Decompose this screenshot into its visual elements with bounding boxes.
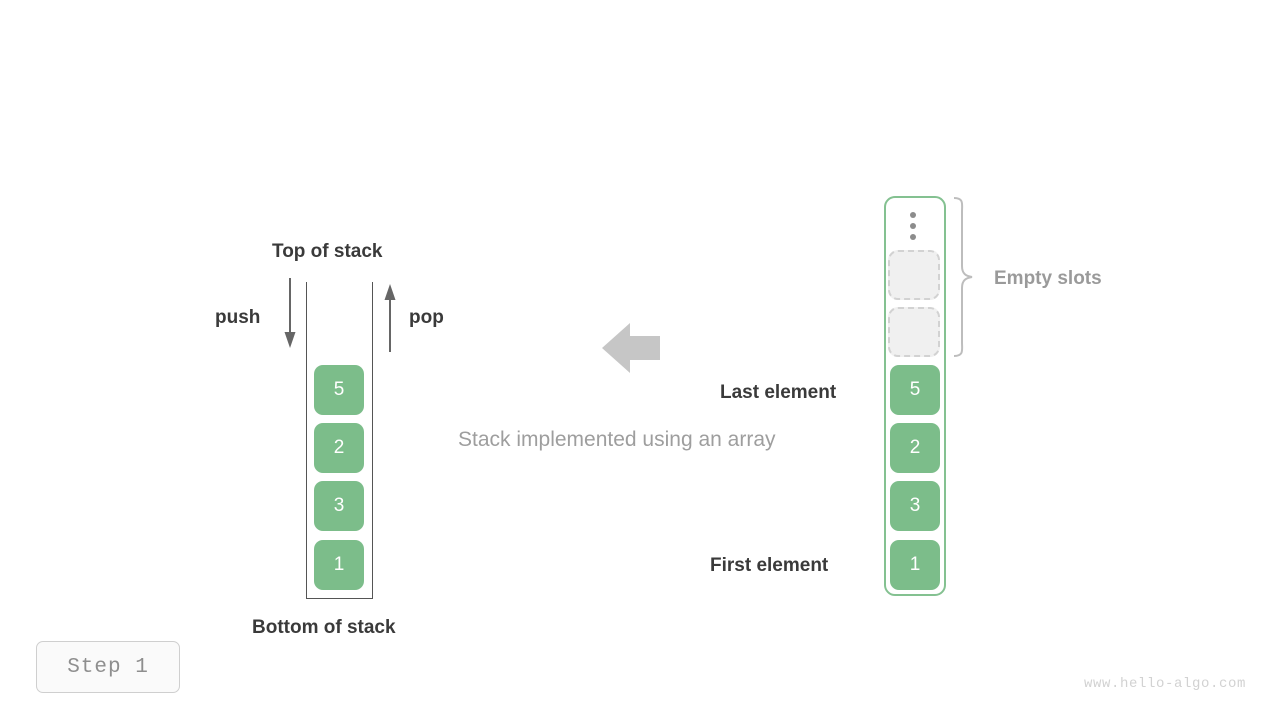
stack-cell: 2 [314, 423, 364, 473]
stack-floor [306, 598, 373, 599]
stack-wall-right [372, 282, 373, 598]
empty-slots-brace [953, 197, 973, 357]
empty-slot [888, 250, 940, 300]
stack-cell: 3 [314, 481, 364, 531]
stack-cell: 5 [314, 365, 364, 415]
implementation-arrow-icon [602, 323, 660, 373]
step-badge: Step 1 [36, 641, 180, 693]
push-label: push [215, 307, 261, 328]
array-cell: 2 [890, 423, 940, 473]
bottom-of-stack-label: Bottom of stack [252, 617, 396, 638]
watermark: www.hello-algo.com [1083, 676, 1246, 692]
empty-slots-label: Empty slots [994, 268, 1102, 289]
stack-cell: 1 [314, 540, 364, 590]
pop-arrow-icon [384, 284, 396, 352]
vertical-dots-icon [910, 212, 918, 245]
array-cell: 3 [890, 481, 940, 531]
last-element-label: Last element [720, 382, 837, 403]
empty-slot [888, 307, 940, 357]
top-of-stack-label: Top of stack [272, 241, 383, 262]
stack-wall-left [306, 282, 307, 598]
push-arrow-icon [284, 278, 296, 348]
first-element-label: First element [710, 555, 829, 576]
pop-label: pop [409, 307, 444, 328]
diagram-caption: Stack implemented using an array [458, 428, 776, 451]
array-cell: 1 [890, 540, 940, 590]
array-cell: 5 [890, 365, 940, 415]
